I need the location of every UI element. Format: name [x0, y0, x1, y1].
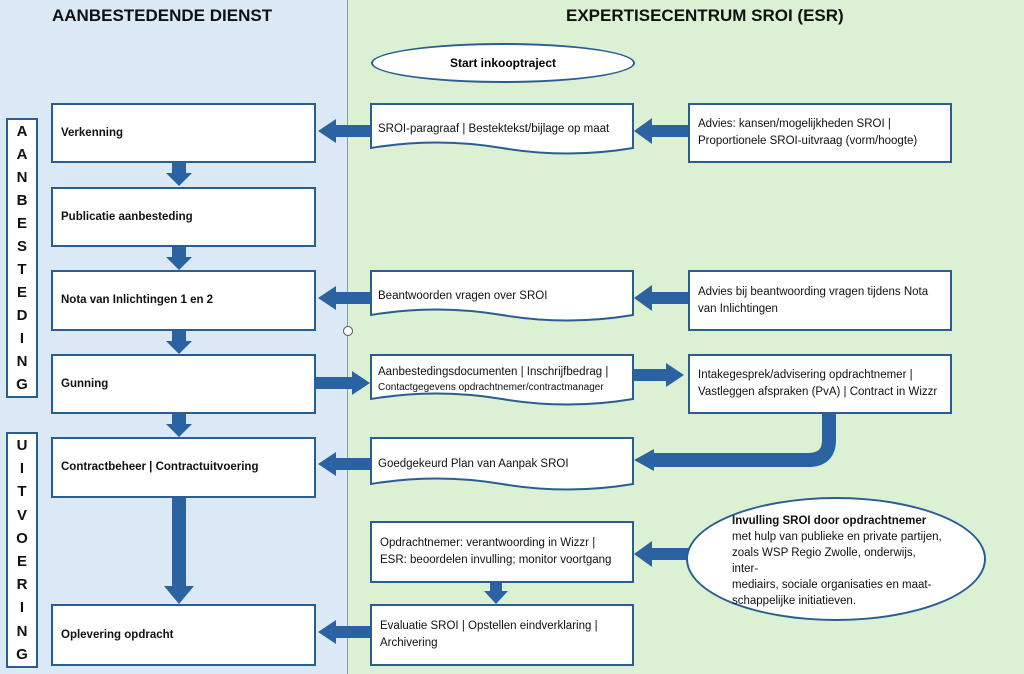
box-advies-kansen: Advies: kansen/mogelijkheden SROI | Prop…	[688, 103, 952, 163]
invulling-line4: schappelijke initiatieven.	[732, 595, 857, 608]
phase-aanbesteding-letter: N	[16, 353, 28, 370]
evaluatie-line1: Evaluatie SROI | Opstellen eindverklarin…	[380, 620, 598, 633]
lane-divider	[347, 0, 348, 674]
phase-aanbesteding-letter: E	[16, 215, 27, 232]
doc-sroi-paragraaf: SROI-paragraaf | Bestektekst/bijlage op …	[370, 103, 634, 155]
lane-title-left: AANBESTEDENDE DIENST	[52, 6, 273, 25]
phase-uitvoering-letter: I	[19, 460, 25, 478]
arrow-left-6	[634, 285, 688, 311]
doc-aanbestedingsdocumenten: Aanbestedingsdocumenten | Inschrijfbedra…	[370, 354, 634, 406]
arrow-left-5	[634, 118, 688, 144]
box-publicatie: Publicatie aanbesteding	[51, 187, 316, 247]
phase-aanbesteding-letter: B	[16, 192, 28, 209]
phase-aanbesteding-letter: A	[16, 146, 28, 163]
selection-handle[interactable]	[343, 326, 353, 336]
invulling-line3: mediairs, sociale organisaties en maat-	[732, 579, 932, 592]
arrow-left-3	[318, 452, 372, 476]
arrow-right-2	[634, 363, 684, 387]
phase-aanbesteding-letter: D	[16, 307, 28, 324]
phase-aanbesteding-letter: S	[16, 238, 27, 255]
arrow-down-2	[166, 247, 192, 270]
advies-nota-line2: van Inlichtingen	[698, 302, 778, 315]
box-evaluatie: Evaluatie SROI | Opstellen eindverklarin…	[370, 604, 634, 666]
phase-uitvoering-letter: U	[16, 437, 28, 455]
phase-uitvoering-letter: E	[16, 553, 27, 571]
intake-line2: Vastleggen afspraken (PvA) | Contract in…	[698, 386, 938, 398]
verantwoording-line2: ESR: beoordelen invulling; monitor voort…	[380, 554, 612, 566]
doc-beantwoorden: Beantwoorden vragen over SROI	[370, 270, 634, 322]
advies-line1: Advies: kansen/mogelijkheden SROI |	[698, 118, 891, 131]
intake-line1: Intakegesprek/advisering opdrachtnemer |	[698, 369, 913, 382]
box-advies-nota: Advies bij beantwoording vragen tijdens …	[688, 270, 952, 331]
doc-plan-van-aanpak-text: Goedgekeurd Plan van Aanpak SROI	[378, 457, 569, 470]
lane-title-right: EXPERTISECENTRUM SROI (ESR)	[566, 6, 844, 25]
phase-uitvoering-letter: T	[17, 483, 27, 501]
doc-aanbesteding-line1: Aanbestedingsdocumenten | Inschrijfbedra…	[378, 366, 609, 379]
phase-uitvoering-letter: I	[19, 599, 25, 617]
box-intake: Intakegesprek/advisering opdrachtnemer |…	[688, 354, 952, 414]
doc-aanbestedingsdocumenten-text: Aanbestedingsdocumenten | Inschrijfbedra…	[370, 364, 616, 395]
phase-aanbesteding-letter: E	[16, 284, 27, 301]
doc-beantwoorden-text: Beantwoorden vragen over SROI	[378, 289, 548, 302]
phase-aanbesteding-letter: A	[16, 123, 28, 140]
start-ellipse: Start inkooptraject	[371, 43, 635, 83]
box-oplevering: Oplevering opdracht	[51, 604, 316, 666]
phase-aanbesteding-letter: I	[19, 330, 25, 347]
evaluatie-line2: Archivering	[380, 637, 438, 649]
phase-uitvoering-letter: O	[16, 529, 28, 547]
phase-aanbesteding-letter: N	[16, 169, 28, 186]
doc-sroi-paragraaf-text: SROI-paragraaf | Bestektekst/bijlage op …	[378, 122, 610, 135]
phase-aanbesteding-letter: G	[16, 376, 28, 393]
advies-line2: Proportionele SROI-uitvraag (vorm/hoogte…	[698, 135, 918, 147]
arrow-down-1	[166, 163, 192, 186]
invulling-line2: zoals WSP Regio Zwolle, onderwijs, inter…	[732, 547, 916, 576]
arrow-down-4	[166, 414, 192, 437]
phase-aanbesteding-letter: T	[17, 261, 27, 278]
advies-nota-line1: Advies bij beantwoording vragen tijdens …	[698, 285, 929, 298]
arrow-right-1	[316, 371, 370, 395]
invulling-line1: met hulp van publieke en private partije…	[732, 531, 942, 544]
phase-uitvoering-letter: G	[16, 645, 28, 663]
box-gunning: Gunning	[51, 354, 316, 414]
phase-uitvoering-letter: N	[16, 622, 28, 640]
box-nota: Nota van Inlichtingen 1 en 2	[51, 270, 316, 331]
arrow-down-mid	[484, 583, 508, 604]
ellipse-invulling: Invulling SROI door opdrachtnemer met hu…	[686, 497, 986, 621]
arrow-down-3	[166, 331, 192, 354]
arrow-left-2	[318, 286, 372, 310]
box-contractbeheer: Contractbeheer | Contractuitvoering	[51, 437, 316, 498]
box-verantwoording: Opdrachtnemer: verantwoording in Wizzr |…	[370, 521, 634, 583]
verantwoording-line1: Opdrachtnemer: verantwoording in Wizzr |	[380, 537, 596, 550]
invulling-title: Invulling SROI door opdrachtnemer	[732, 515, 927, 527]
arrow-left-4	[318, 620, 372, 644]
box-verkenning: Verkenning	[51, 103, 316, 163]
phase-uitvoering-letter: V	[16, 506, 27, 524]
arrow-curved	[634, 414, 836, 471]
doc-aanbesteding-line2: Contactgegevens opdrachtnemer/contractma…	[378, 382, 604, 394]
phase-uitvoering-letter: R	[16, 576, 28, 594]
arrow-down-5	[164, 498, 194, 604]
arrow-left-1	[318, 119, 372, 143]
doc-plan-van-aanpak: Goedgekeurd Plan van Aanpak SROI	[370, 437, 634, 491]
